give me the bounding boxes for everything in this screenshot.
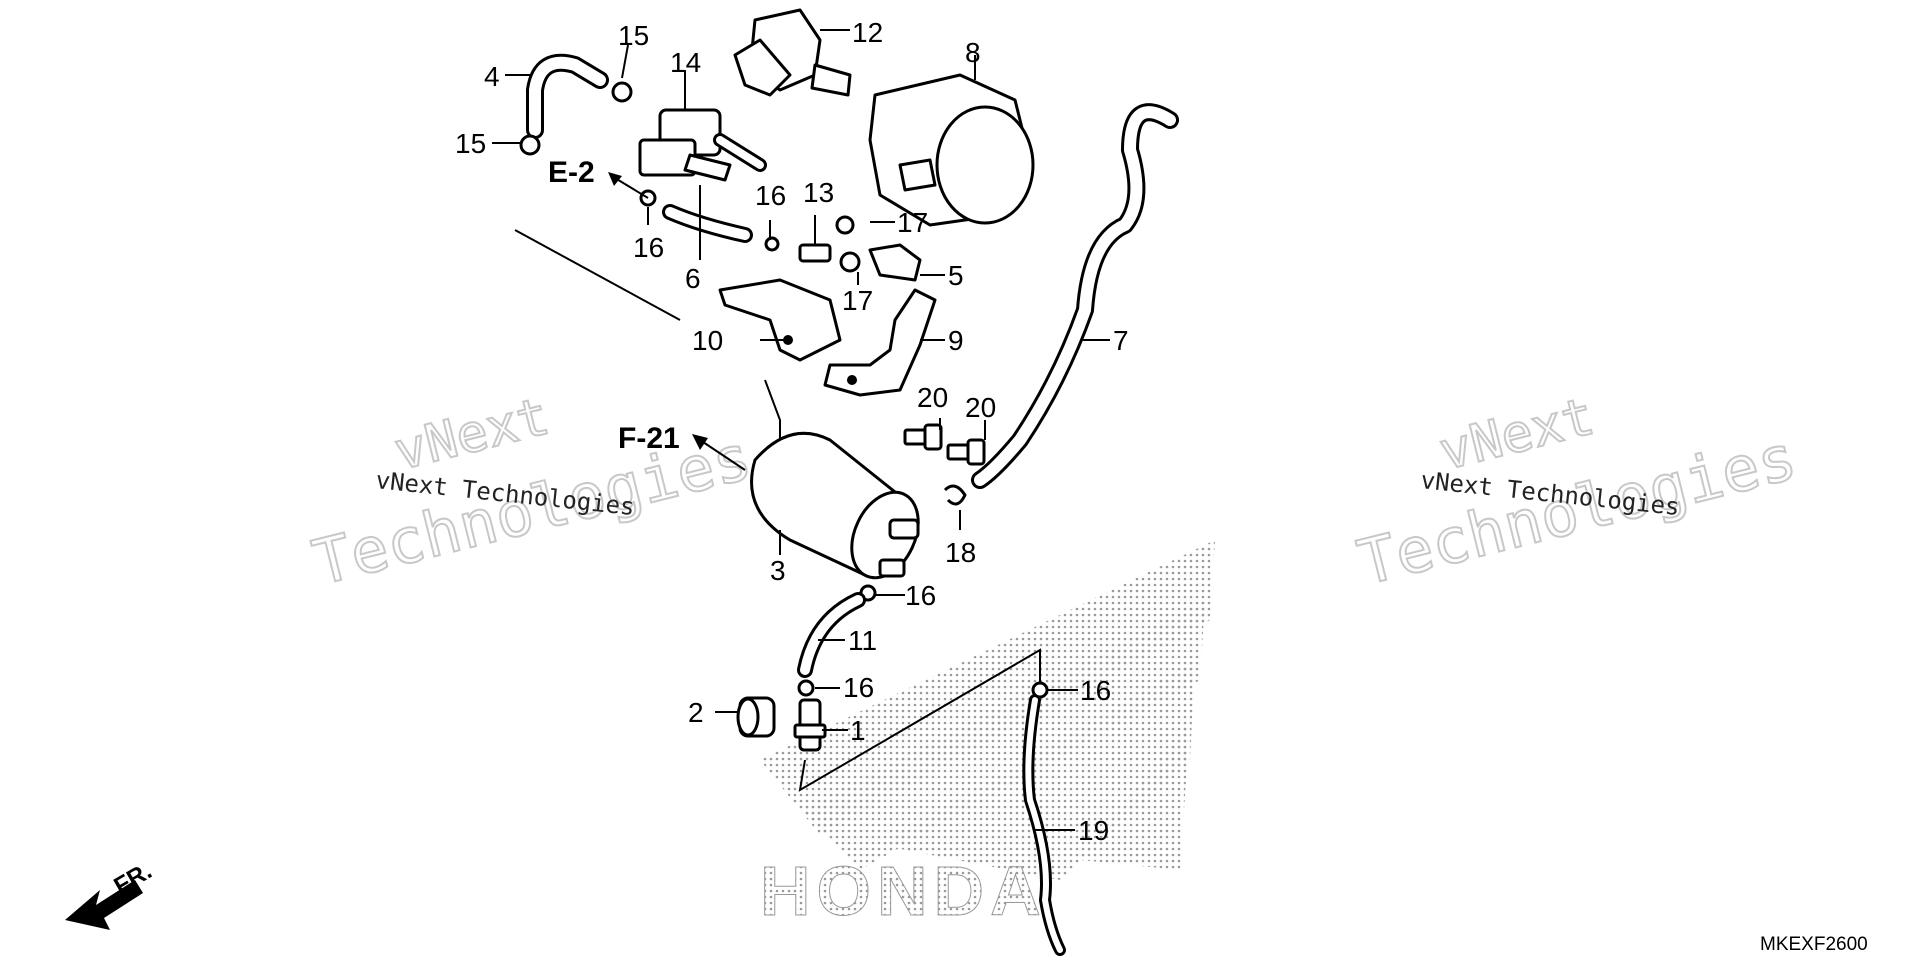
callout-7[interactable]: 7	[1113, 325, 1129, 356]
callout-18[interactable]: 18	[945, 537, 976, 568]
callout-20-left[interactable]: 20	[917, 382, 948, 413]
callout-16-lower[interactable]: 16	[843, 672, 874, 703]
ref-f21[interactable]: F-21	[618, 422, 680, 455]
callout-16-mid[interactable]: 16	[755, 180, 786, 211]
callout-17-bottom[interactable]: 17	[842, 285, 873, 316]
callout-9[interactable]: 9	[948, 325, 964, 356]
cover-8	[868, 73, 1035, 227]
callout-17-top[interactable]: 17	[897, 207, 928, 238]
callout-15-top[interactable]: 15	[618, 20, 649, 51]
bracket-10	[718, 278, 842, 362]
front-direction-arrow-icon	[65, 880, 143, 930]
canister-3	[750, 431, 920, 580]
ref-e2[interactable]: E-2	[548, 156, 595, 189]
solenoid-valve-14	[638, 108, 767, 182]
hose-19	[1022, 694, 1066, 956]
callout-2[interactable]: 2	[688, 697, 704, 728]
callout-6[interactable]: 6	[685, 263, 701, 294]
bolt-20-b	[946, 438, 986, 466]
callout-13[interactable]: 13	[803, 177, 834, 208]
clamp-17-upper	[835, 215, 855, 235]
callout-12[interactable]: 12	[852, 17, 883, 48]
callout-10[interactable]: 10	[692, 325, 723, 356]
duct-12	[733, 8, 852, 97]
callout-20-right[interactable]: 20	[965, 392, 996, 423]
hose-6	[662, 204, 753, 243]
watermark-vnext-left: vNext	[389, 387, 555, 483]
callout-14[interactable]: 14	[670, 47, 701, 78]
honda-logo-text: HONDA	[760, 852, 1047, 930]
clamp-16-d	[797, 679, 815, 697]
callout-19[interactable]: 19	[1078, 815, 1109, 846]
ref-arrow-f21	[692, 434, 746, 471]
leader-lines	[492, 29, 1110, 831]
bolt-20-a	[903, 423, 943, 451]
callout-1[interactable]: 1	[850, 715, 866, 746]
callouts: 15 14 12 8 4 15 16 13 17 16 6 5 17 10 9 …	[455, 17, 1129, 846]
diagram-code: MKEXF2600	[1760, 934, 1868, 955]
clamp-16-e	[1031, 681, 1049, 699]
callout-11[interactable]: 11	[848, 625, 877, 656]
hose-11	[797, 592, 866, 678]
honda-wing-logo	[760, 540, 1215, 880]
callout-8[interactable]: 8	[965, 37, 981, 68]
clamp-16-b	[764, 236, 780, 252]
cap-2	[736, 696, 776, 738]
hose-4	[526, 53, 609, 139]
callout-16-right[interactable]: 16	[1080, 675, 1111, 706]
callout-5[interactable]: 5	[948, 260, 964, 291]
callout-15-left[interactable]: 15	[455, 128, 486, 159]
watermark-vnext-right: vNext	[1434, 387, 1600, 483]
callout-16-left[interactable]: 16	[633, 232, 664, 263]
fitting-1	[793, 648, 1041, 792]
tube-5	[868, 243, 922, 282]
callout-3[interactable]: 3	[770, 555, 786, 586]
clamp-15-lower	[519, 134, 541, 156]
hose-7	[971, 103, 1179, 489]
clip-18	[943, 484, 967, 506]
bracket-9	[823, 288, 937, 397]
clamp-17-lower	[839, 251, 861, 273]
callout-4[interactable]: 4	[484, 61, 500, 92]
callout-16-canister[interactable]: 16	[905, 580, 936, 611]
clamp-15-upper	[611, 81, 633, 103]
ref-arrow-e2	[608, 172, 649, 199]
